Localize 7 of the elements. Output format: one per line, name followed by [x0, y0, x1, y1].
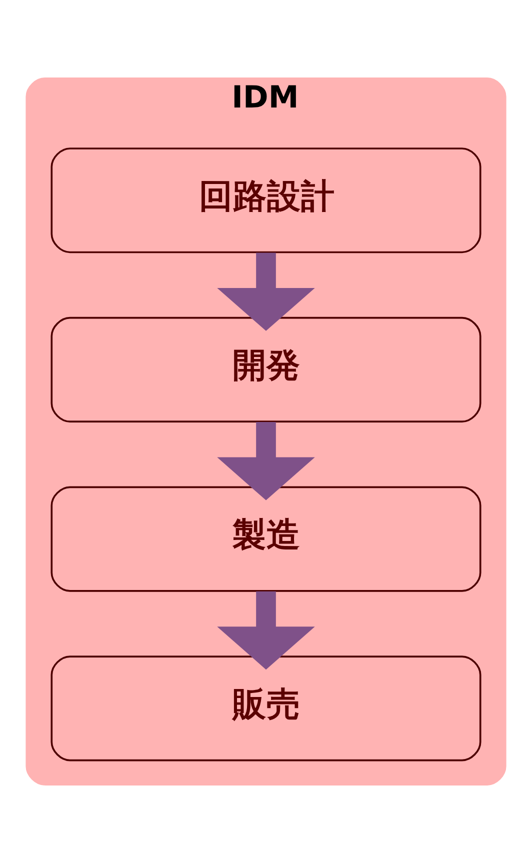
arrow — [217, 252, 315, 330]
arrow — [217, 422, 315, 500]
node-box: 販売 — [50, 655, 482, 761]
arrow — [217, 590, 315, 670]
node-box: 製造 — [50, 486, 482, 592]
node-box: 回路設計 — [50, 147, 482, 253]
node-box: 開発 — [50, 316, 482, 422]
